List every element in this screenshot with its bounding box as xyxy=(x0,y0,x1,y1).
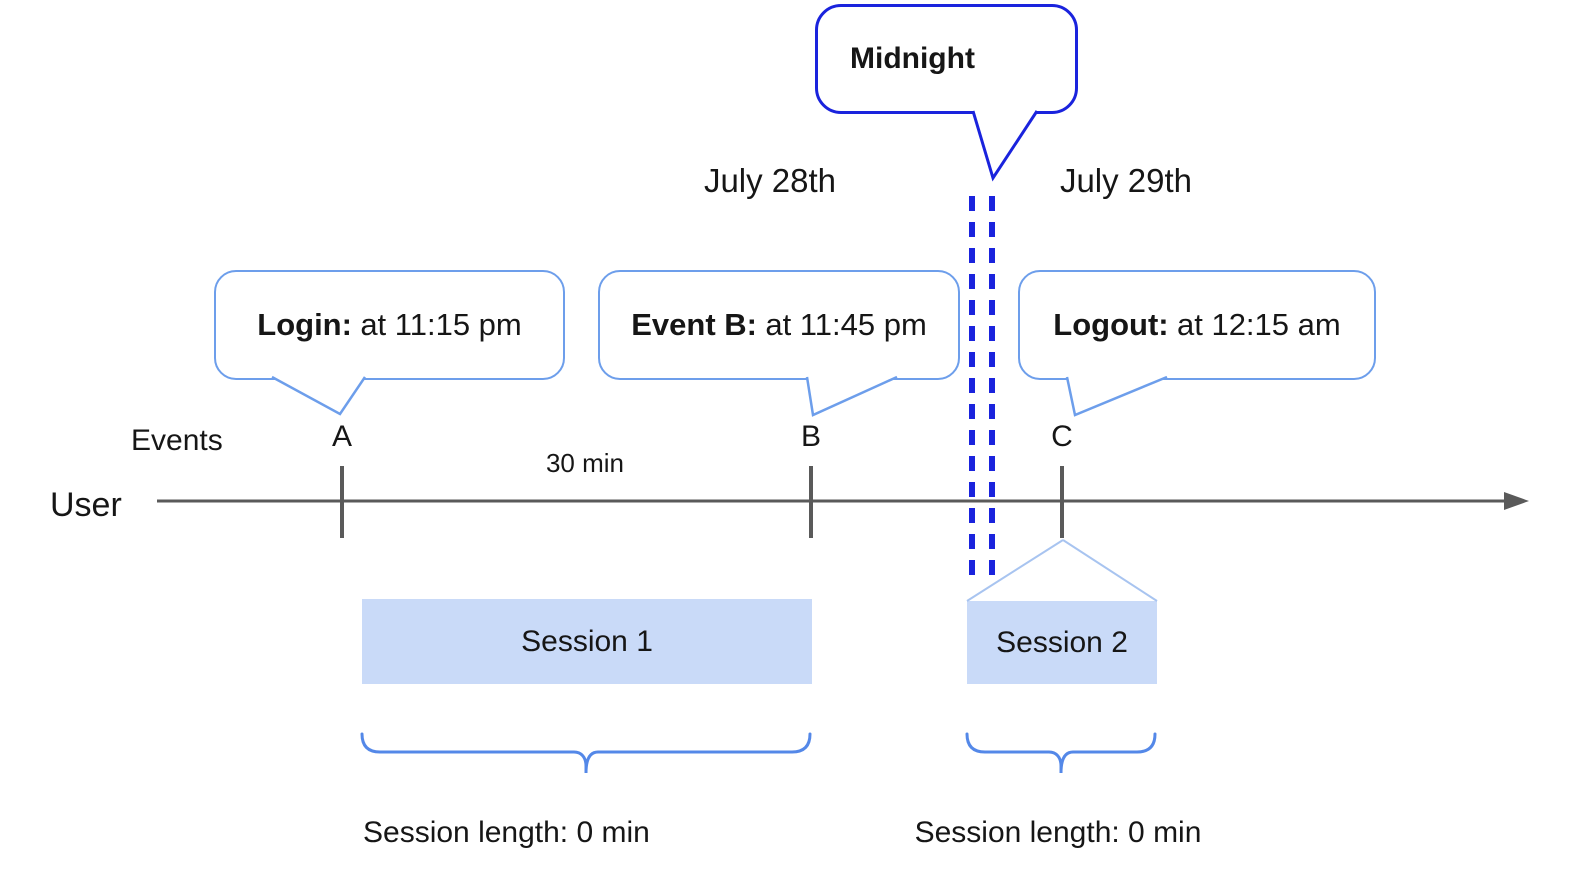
event-b-bubble-time: at 11:45 pm xyxy=(765,307,927,342)
event-label-a: A xyxy=(331,420,352,453)
login-bubble: Login: at 11:15 pm xyxy=(214,270,565,380)
event-b-bubble-label: Event B: xyxy=(631,307,757,342)
logout-bubble: Logout: at 12:15 am xyxy=(1018,270,1376,380)
session-1-box: Session 1 xyxy=(362,599,812,684)
session-2-length-label: Session length: 0 min xyxy=(914,816,1202,849)
events-axis-label: Events xyxy=(131,424,223,457)
session-1-label: Session 1 xyxy=(521,624,653,658)
login-bubble-label: Login: xyxy=(257,307,352,342)
event-label-c: C xyxy=(1051,420,1073,453)
session-1-length-label: Session length: 0 min xyxy=(363,816,650,849)
logout-bubble-label: Logout: xyxy=(1053,307,1169,342)
midnight-label: Midnight xyxy=(850,42,975,75)
event-b-bubble: Event B: at 11:45 pm xyxy=(598,270,960,380)
midnight-bubble: Midnight xyxy=(815,4,1078,114)
date-july-28: July 28th xyxy=(703,162,837,199)
user-axis-label: User xyxy=(50,486,122,524)
session-2-label: Session 2 xyxy=(996,625,1128,659)
login-bubble-time: at 11:15 pm xyxy=(360,307,522,342)
session-2-box: Session 2 xyxy=(967,601,1157,684)
event-label-b: B xyxy=(800,420,821,453)
logout-bubble-time: at 12:15 am xyxy=(1176,307,1341,342)
date-july-29: July 29th xyxy=(1059,162,1193,199)
interval-label: 30 min xyxy=(545,448,625,478)
